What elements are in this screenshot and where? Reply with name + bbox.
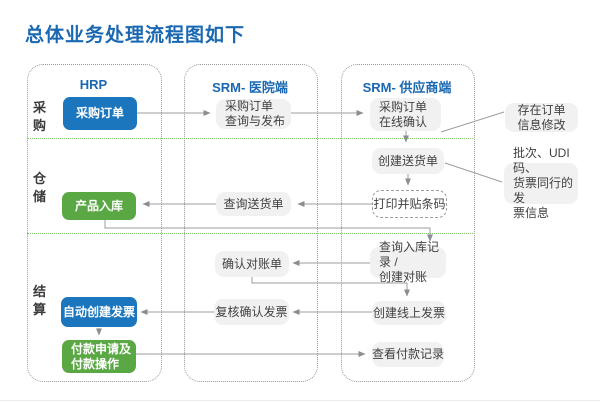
lane-label-settlement: 结算 bbox=[33, 284, 47, 317]
node-print-barcode: 打印并贴条码 bbox=[372, 190, 447, 218]
lane-label-procurement: 采购 bbox=[33, 100, 47, 133]
note-order-info-modify: 存在订单 信息修改 bbox=[505, 103, 578, 132]
node-product-inbound: 产品入库 bbox=[62, 192, 136, 220]
node-view-payment-records: 查看付款记录 bbox=[372, 342, 444, 367]
node-create-online-invoice: 创建线上发票 bbox=[372, 301, 446, 325]
lane-divider-procure-warehouse bbox=[27, 138, 473, 139]
node-purchase-order: 采购订单 bbox=[63, 97, 137, 130]
node-create-delivery-note: 创建送货单 bbox=[372, 148, 444, 174]
footer-divider bbox=[0, 400, 600, 401]
column-header-hospital: SRM- 医院端 bbox=[212, 80, 288, 95]
node-auto-create-invoice: 自动创建发票 bbox=[61, 297, 137, 327]
node-po-query-publish: 采购订单 查询与发布 bbox=[216, 99, 291, 129]
node-confirm-statement: 确认对账单 bbox=[215, 251, 289, 277]
column-header-supplier: SRM- 供应商端 bbox=[362, 80, 452, 95]
note-batch-udi-invoice-info: 批次、UDI 码、 货票同行的发 票信息 bbox=[504, 146, 578, 220]
lane-divider-warehouse-settle bbox=[27, 233, 473, 234]
page-title: 总体业务处理流程图如下 bbox=[25, 25, 246, 46]
node-query-delivery-note: 查询送货单 bbox=[216, 192, 291, 216]
column-header-hrp: HRP bbox=[79, 77, 108, 92]
node-payment-request: 付款申请及 付款操作 bbox=[62, 340, 136, 373]
node-review-confirm-invoice: 复核确认发票 bbox=[214, 299, 289, 325]
lane-label-warehousing: 仓储 bbox=[33, 171, 47, 204]
node-po-online-confirm: 采购订单 在线确认 bbox=[370, 98, 441, 131]
node-query-inbound-create-recon: 查询入库记录 / 创建对账 bbox=[370, 240, 446, 284]
